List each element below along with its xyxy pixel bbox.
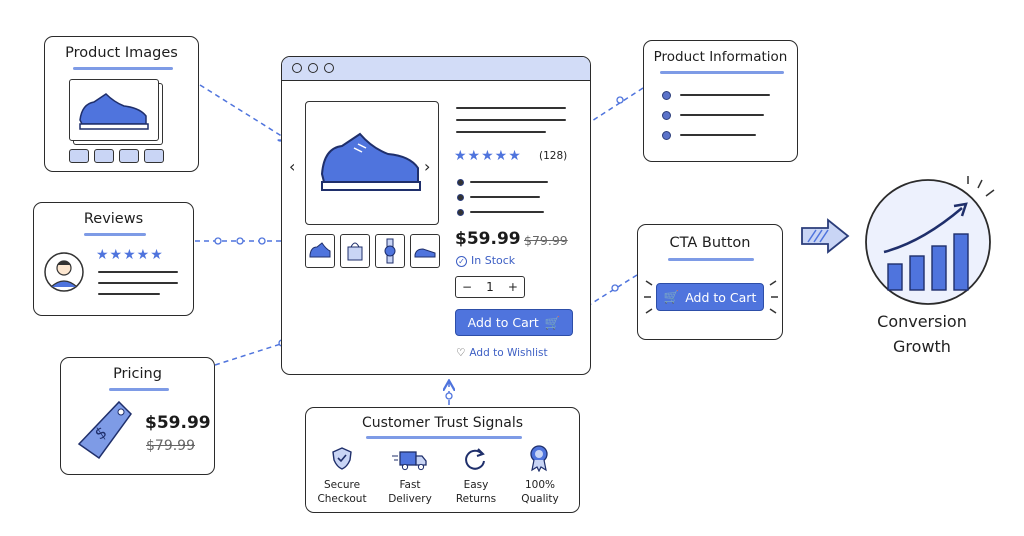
quantity-increase-button[interactable]: + <box>507 280 518 294</box>
main-image-frame <box>69 79 159 141</box>
shield-check-icon <box>332 447 352 470</box>
sneaker-side-thumb-icon <box>414 248 436 258</box>
window-dot-2 <box>308 63 318 73</box>
sparkle-lines <box>644 280 778 314</box>
cta-title: CTA Button <box>669 235 751 251</box>
thumbnail-sneaker-side[interactable] <box>410 234 440 268</box>
product-price: $59.99 <box>455 229 521 249</box>
product-old-price: $79.99 <box>524 233 568 248</box>
refresh-icon <box>465 448 485 470</box>
conversion-label-1: Conversion <box>877 312 967 331</box>
thumbnail-bag[interactable] <box>340 234 370 268</box>
title-underline <box>73 67 173 70</box>
title-underline <box>366 436 522 439</box>
arrow-product-images <box>199 84 288 140</box>
pricing-title: Pricing <box>113 366 162 382</box>
title-underline <box>109 388 169 391</box>
review-count: (128) <box>539 150 568 162</box>
window-dot-3 <box>324 63 334 73</box>
product-info-title: Product Information <box>653 49 788 65</box>
quantity-decrease-button[interactable]: − <box>462 280 473 294</box>
heart-icon: ♡ <box>456 347 466 359</box>
thumbnail-4[interactable] <box>144 149 164 163</box>
trust-title: Customer Trust Signals <box>361 415 524 431</box>
pricing-price: $59.99 <box>145 413 211 433</box>
in-stock-badge: ✓ In Stock <box>456 254 515 267</box>
sneaker-thumb-icon <box>309 242 331 258</box>
add-to-cart-label: Add to Cart <box>467 315 539 330</box>
product-page-window: ‹ › ★★★★★ (128) $59.99 $79.99 ✓In Stock … <box>281 56 591 375</box>
wishlist-text: Add to Wishlist <box>469 347 548 359</box>
conversion-label-2: Growth <box>893 337 951 356</box>
title-underline <box>660 71 784 74</box>
quantity-stepper[interactable]: − 1 + <box>455 276 525 298</box>
product-images-card: Product Images <box>44 36 199 172</box>
pricing-old-price: $79.99 <box>146 438 195 454</box>
sneaker-icon <box>320 132 421 191</box>
next-image-chevron-icon[interactable]: › <box>424 157 431 176</box>
title-underline <box>668 258 754 261</box>
check-circle-icon: ✓ <box>456 256 467 267</box>
thumbnail-watch[interactable] <box>375 234 405 268</box>
user-avatar-icon <box>44 252 84 292</box>
bag-thumb-icon <box>347 242 363 261</box>
browser-title-bar <box>282 57 590 81</box>
main-product-image <box>305 101 439 225</box>
in-stock-text: In Stock <box>471 254 516 267</box>
quantity-value: 1 <box>486 280 494 294</box>
cart-icon: 🛒 <box>544 314 561 330</box>
thumbnail-2[interactable] <box>94 149 114 163</box>
cta-button-label: Add to Cart <box>685 289 757 305</box>
truck-icon <box>392 451 427 471</box>
price-tag-icon: $ <box>77 400 132 460</box>
cta-add-to-cart-button[interactable]: 🛒 Add to Cart <box>656 283 764 311</box>
pricing-card: Pricing $ $59.99 $79.99 <box>60 357 215 475</box>
trust-item-quality: 100%Quality <box>521 479 559 505</box>
reviews-card: Reviews ★★★★★ <box>33 202 194 316</box>
reviews-title: Reviews <box>83 211 144 227</box>
conversion-arrow-icon <box>801 218 850 254</box>
cart-icon: 🛒 <box>663 289 680 304</box>
add-to-cart-button[interactable]: Add to Cart 🛒 <box>455 309 573 336</box>
product-info-card: Product Information <box>643 40 798 162</box>
add-to-wishlist-link[interactable]: ♡Add to Wishlist <box>456 347 548 359</box>
prev-image-chevron-icon[interactable]: ‹ <box>289 157 296 176</box>
thumbnail-3[interactable] <box>119 149 139 163</box>
award-badge-icon <box>530 445 548 472</box>
window-dot-1 <box>292 63 302 73</box>
title-underline <box>84 233 146 236</box>
review-stars: ★★★★★ <box>96 247 164 263</box>
thumbnail-1[interactable] <box>69 149 89 163</box>
thumbnail-sneaker[interactable] <box>305 234 335 268</box>
product-images-title: Product Images <box>65 45 178 61</box>
growth-chart-icon <box>865 176 995 305</box>
rating-stars: ★★★★★ <box>454 148 522 164</box>
cta-card: CTA Button 🛒 Add to Cart <box>637 224 783 340</box>
sneaker-icon <box>79 93 149 130</box>
watch-thumb-icon <box>384 238 396 264</box>
